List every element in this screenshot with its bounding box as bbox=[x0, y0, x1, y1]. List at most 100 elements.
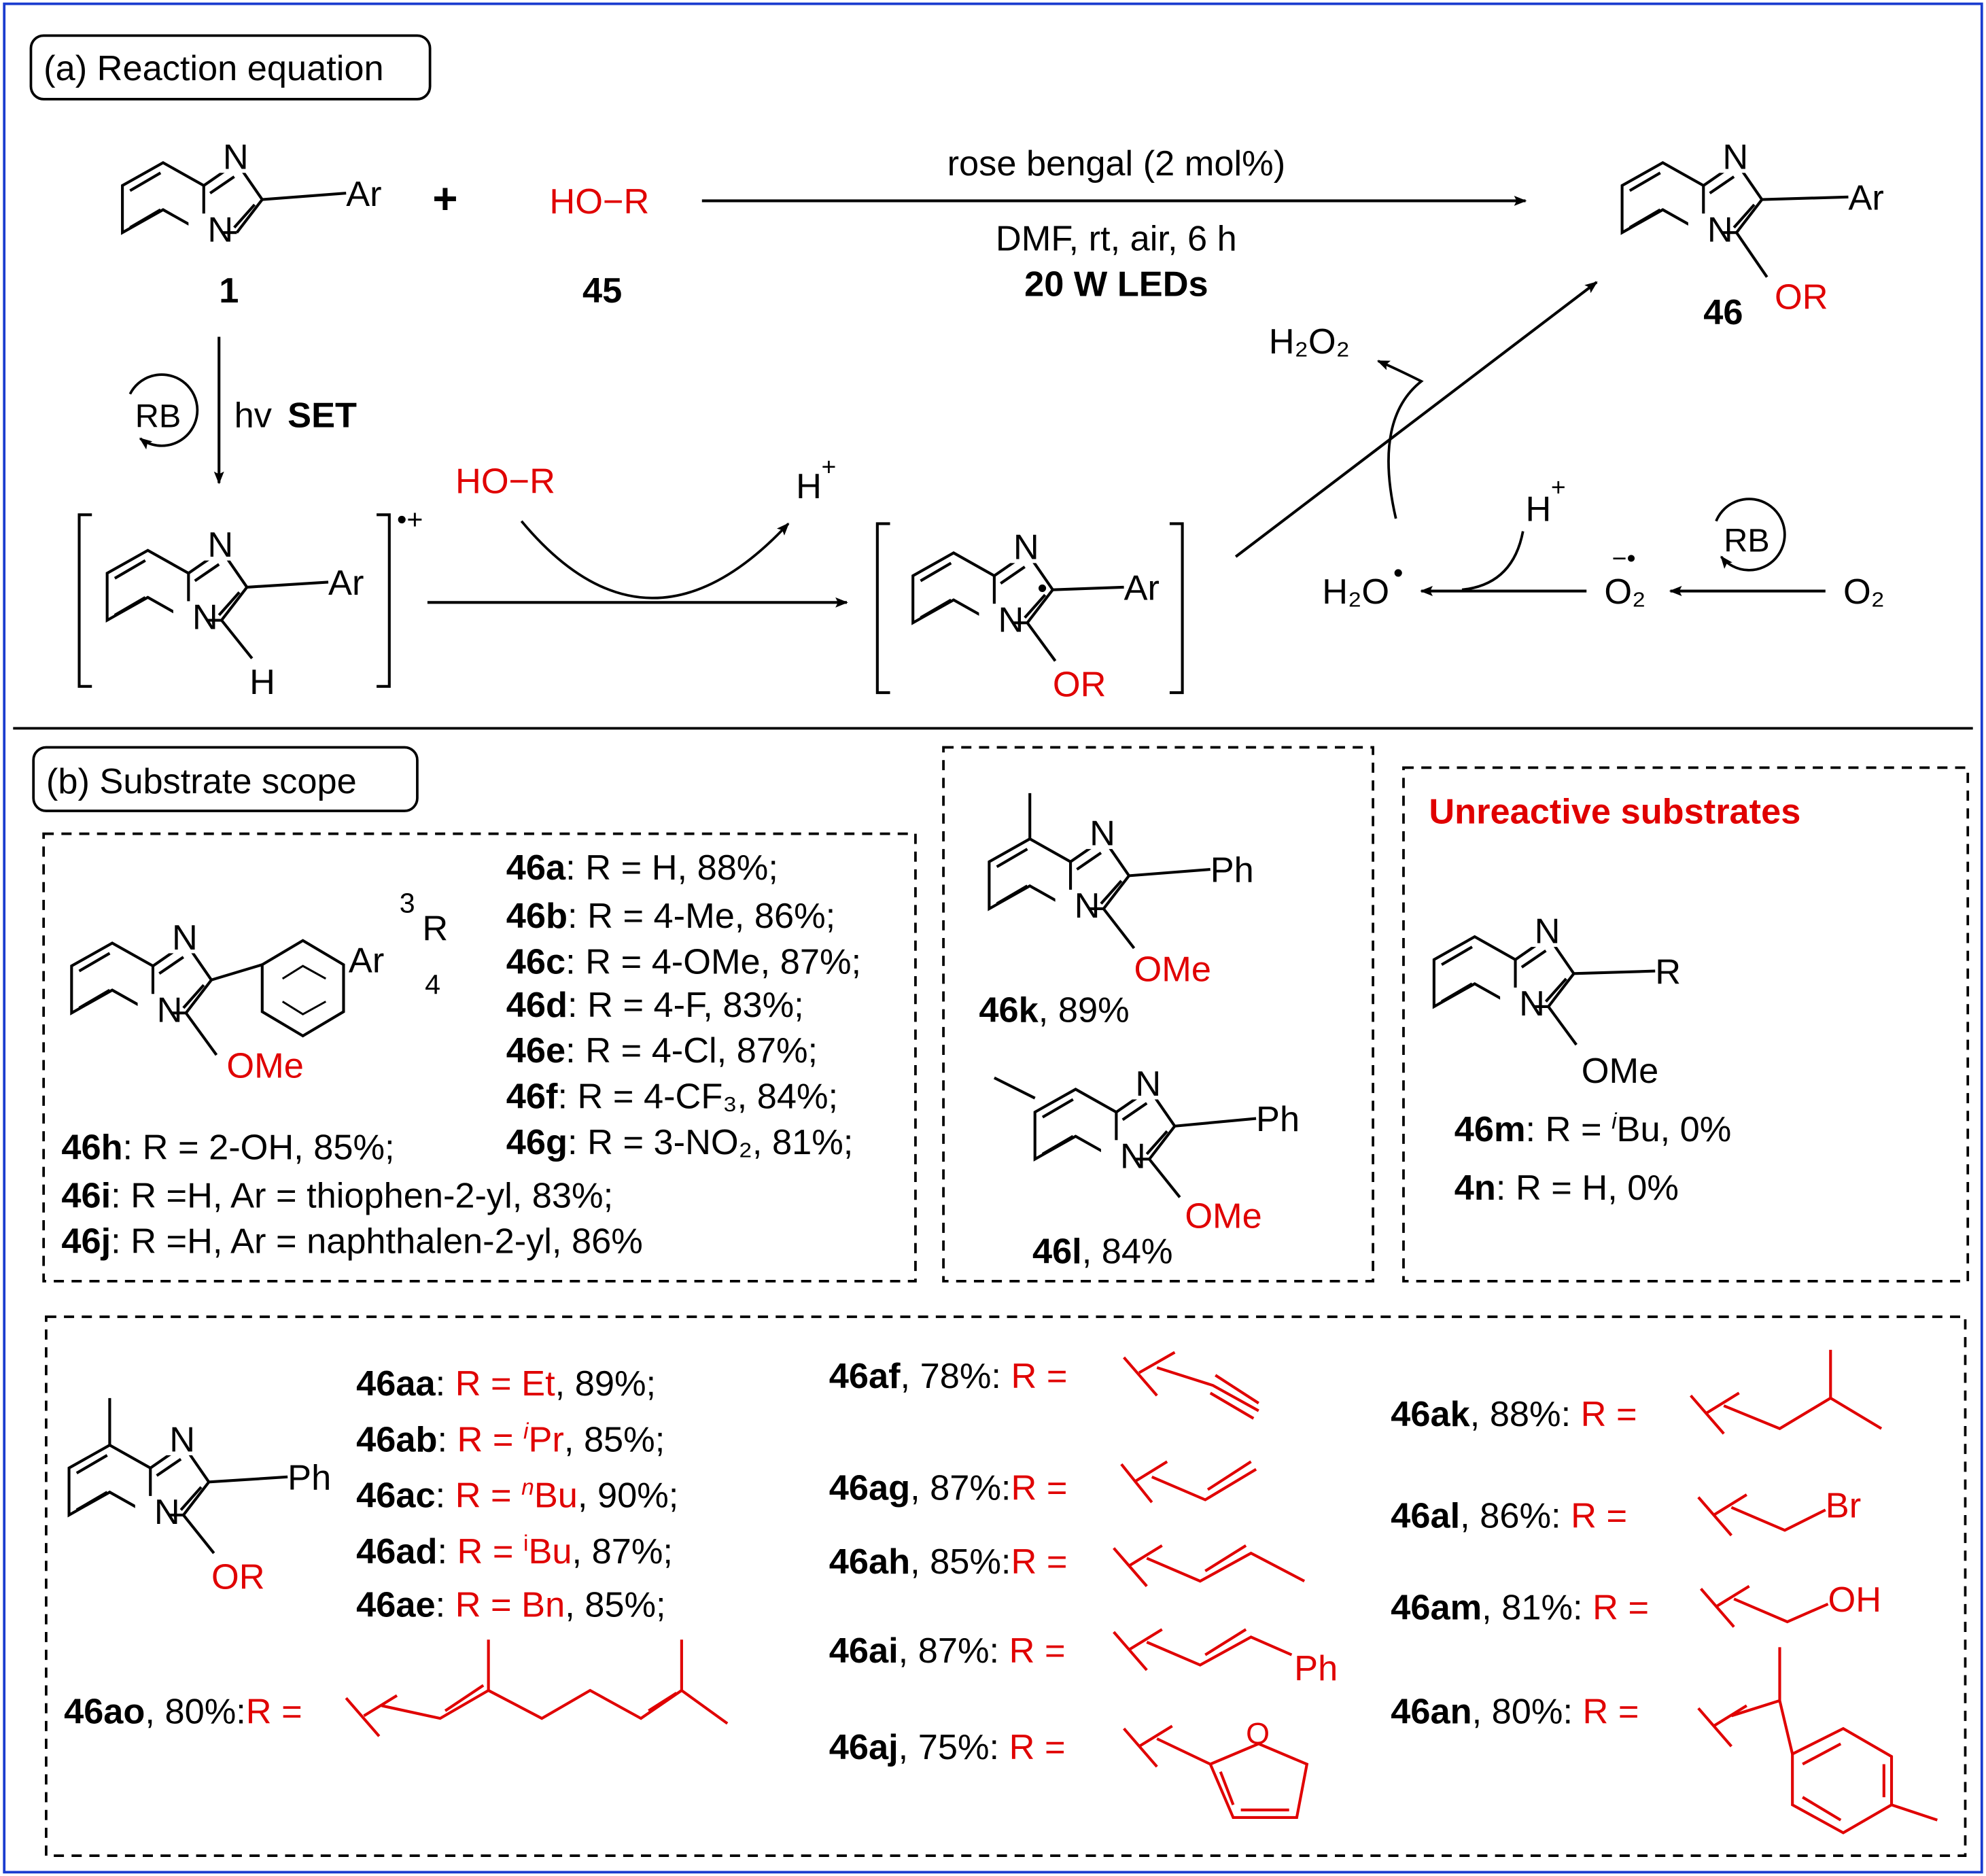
superoxide-label: O₂ bbox=[1604, 572, 1645, 612]
svg-text:N: N bbox=[1707, 210, 1733, 249]
svg-text:N: N bbox=[1519, 984, 1545, 1024]
entry-46b: 46b: R = 4-Me, 86%; bbox=[506, 897, 835, 936]
svg-text:N: N bbox=[157, 990, 183, 1030]
svg-text:Ar: Ar bbox=[346, 175, 381, 214]
h2o2-curved-arrow bbox=[1376, 360, 1424, 519]
svg-text:OR: OR bbox=[1053, 665, 1107, 705]
condition-solvent: DMF, rt, air, 6 h bbox=[996, 219, 1237, 258]
entry-46j: 46j: R =H, Ar = naphthalen-2-yl, 86% bbox=[61, 1222, 642, 1262]
svg-text:N: N bbox=[1013, 528, 1039, 568]
entry-46ah: 46ah, 85%:R = bbox=[829, 1542, 1068, 1582]
crotyl-structure bbox=[1113, 1544, 1306, 1588]
svg-text:N: N bbox=[1135, 1064, 1161, 1104]
h2o2-label: H₂O₂ bbox=[1269, 322, 1350, 362]
hydroxyethyl-structure bbox=[1699, 1584, 1829, 1628]
entry-46an: 46an, 80%: R = bbox=[1391, 1692, 1639, 1732]
hv-label: hv bbox=[234, 396, 272, 435]
entry-46g: 46g: R = 3-NO₂, 81%; bbox=[506, 1123, 854, 1162]
rb-cycle-2 bbox=[1715, 498, 1786, 572]
svg-text:N: N bbox=[1090, 814, 1115, 853]
oxidation-arrow bbox=[1234, 281, 1598, 558]
svg-text:OMe: OMe bbox=[226, 1047, 303, 1086]
scope-box-1 bbox=[42, 832, 917, 1283]
propargyl-structure bbox=[1123, 1351, 1259, 1420]
entry-46c: 46c: R = 4-OMe, 87%; bbox=[506, 942, 861, 982]
geranyl-structure bbox=[345, 1639, 729, 1737]
condition-catalyst: rose bengal (2 mol%) bbox=[947, 144, 1285, 184]
hplus-label-1-sup: + bbox=[822, 452, 837, 481]
plus-sign: + bbox=[432, 175, 457, 223]
entry-46ag: 46ag, 87%:R = bbox=[829, 1469, 1068, 1508]
entry-46ab: 46ab: R = iPr, 85%; bbox=[356, 1419, 665, 1460]
svg-text:N: N bbox=[1535, 911, 1561, 951]
entry-46am: 46am, 81%: R = bbox=[1391, 1588, 1649, 1627]
compound-46-label: 46 bbox=[1703, 293, 1743, 332]
svg-text:Ph: Ph bbox=[288, 1459, 331, 1498]
hplus-curved-arrow bbox=[1461, 531, 1525, 591]
svg-text:OMe: OMe bbox=[1582, 1052, 1658, 1091]
svg-text:OMe: OMe bbox=[1134, 950, 1211, 990]
svg-text:N: N bbox=[1075, 886, 1100, 926]
svg-text:Ph: Ph bbox=[1210, 851, 1254, 890]
svg-text:N: N bbox=[169, 1420, 195, 1459]
svg-text:Ar: Ar bbox=[328, 563, 364, 603]
hor-label-2: HO−R bbox=[455, 462, 555, 502]
radical-cation-structure: N N Ar H •+ bbox=[77, 504, 423, 702]
svg-text:3: 3 bbox=[400, 888, 415, 919]
svg-text:•: • bbox=[1037, 572, 1047, 604]
bromoethyl-structure bbox=[1697, 1493, 1826, 1537]
svg-text:N: N bbox=[998, 600, 1024, 640]
alcohol-list-left: 46aa: R = Et, 89%; 46ab: R = iPr, 85%; 4… bbox=[356, 1364, 678, 1625]
compound-1-label: 1 bbox=[219, 271, 239, 311]
entry-46d: 46d: R = 4-F, 83%; bbox=[506, 986, 804, 1025]
svg-text:N: N bbox=[192, 598, 218, 638]
cinnamyl-structure bbox=[1113, 1628, 1293, 1671]
outer-frame bbox=[3, 2, 1983, 1874]
section-b-title: (b) Substrate scope bbox=[46, 762, 357, 801]
entry-46i: 46i: R =H, Ar = thiophen-2-yl, 83%; bbox=[61, 1176, 613, 1215]
svg-text:N: N bbox=[1722, 138, 1748, 177]
entry-46ao: 46ao, 80%:R = bbox=[64, 1692, 302, 1732]
svg-text:OR: OR bbox=[211, 1557, 265, 1597]
entry-46aa: 46aa: R = Et, 89%; bbox=[356, 1364, 656, 1404]
h2o-radical-dot: • bbox=[1393, 557, 1403, 588]
svg-text:OR: OR bbox=[1775, 277, 1828, 317]
compound-46k-structure: N N Ph OMe bbox=[989, 793, 1254, 990]
intermediate-structure: N N Ar OR • bbox=[875, 522, 1184, 705]
o2-label: O₂ bbox=[1843, 572, 1885, 612]
entry-46ac: 46ac: R = nBu, 90%; bbox=[356, 1475, 678, 1516]
hplus-label-2: H bbox=[1525, 490, 1551, 529]
entry-46aj: 46aj, 75%: R = bbox=[829, 1728, 1066, 1767]
scope-box-3 bbox=[1402, 766, 1970, 1283]
svg-text:4: 4 bbox=[425, 969, 440, 1000]
label-46k: 46k, 89% bbox=[979, 990, 1129, 1030]
aryl-scope-list: 46a: R = H, 88%; 46b: R = 4-Me, 86%; 46c… bbox=[61, 848, 861, 1262]
entry-46al: 46al, 86%: R = bbox=[1391, 1497, 1627, 1536]
section-a-title: (a) Reaction equation bbox=[43, 49, 383, 88]
furfuryl-structure bbox=[1123, 1724, 1309, 1820]
svg-text:OMe: OMe bbox=[1185, 1196, 1261, 1236]
svg-text:Ar: Ar bbox=[1848, 179, 1883, 218]
unreactive-title: Unreactive substrates bbox=[1429, 793, 1800, 832]
furan-o: O bbox=[1246, 1716, 1270, 1751]
entry-46m: 46m: R = iBu, 0% bbox=[1454, 1109, 1732, 1149]
entry-46ad: 46ad: R = iBu, 87%; bbox=[356, 1531, 673, 1571]
entry-46ae: 46ae: R = Bn, 85%; bbox=[356, 1586, 665, 1625]
entry-4n: 4n: R = H, 0% bbox=[1454, 1168, 1679, 1208]
hplus-label-1: H bbox=[796, 467, 822, 506]
label-46l: 46l, 84% bbox=[1032, 1232, 1173, 1272]
rb-label-2: RB bbox=[1724, 523, 1770, 559]
svg-text:Ar: Ar bbox=[349, 941, 384, 980]
svg-text:N: N bbox=[207, 525, 233, 565]
compound-46-structure: N N Ar OR bbox=[1622, 138, 1884, 317]
entry-46a: 46a: R = H, 88%; bbox=[506, 848, 778, 888]
svg-text:•+: •+ bbox=[397, 504, 423, 535]
compound-46l-structure: N N Ph OMe bbox=[993, 1064, 1300, 1236]
isopentyl-structure bbox=[1690, 1349, 1883, 1435]
set-label: SET bbox=[288, 396, 357, 435]
compound-1-structure: N N Ar bbox=[122, 138, 382, 249]
allyl-structure bbox=[1120, 1460, 1257, 1504]
svg-text:N: N bbox=[223, 138, 249, 177]
compound-45-label: 45 bbox=[582, 271, 622, 311]
